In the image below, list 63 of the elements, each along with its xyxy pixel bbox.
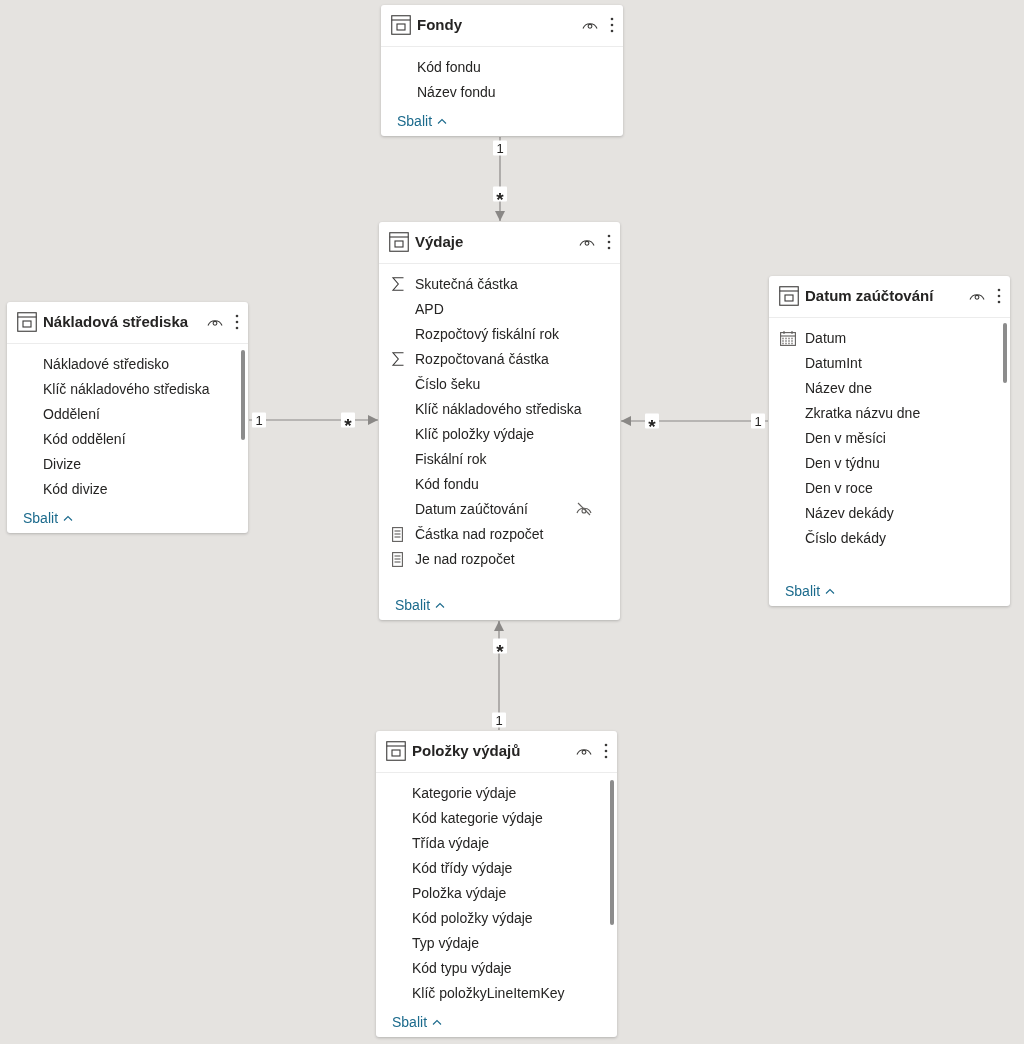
field-name: Den v týdnu <box>805 455 880 472</box>
field-name: Den v měsíci <box>805 430 886 447</box>
field-name: Název dekády <box>805 505 894 522</box>
relationship-line <box>248 415 379 425</box>
field-name: Klíč položky výdaje <box>415 426 535 443</box>
cardinality-label: * <box>493 638 507 654</box>
field-name: Kód kategorie výdaje <box>412 810 543 827</box>
cardinality-label: * <box>493 186 507 202</box>
collapse-button: Sbalit <box>21 508 76 528</box>
field-name: Kategorie výdaje <box>412 785 517 802</box>
collapse-button: Sbalit <box>390 1012 445 1032</box>
relationship-line <box>620 416 769 426</box>
table-title: Položky výdajů <box>412 741 521 761</box>
cardinality-label: * <box>341 412 355 428</box>
field-name: Skutečná částka <box>415 276 518 293</box>
field-name: APD <box>415 301 444 318</box>
field-name: Kód divize <box>43 481 108 498</box>
table-card <box>381 5 623 136</box>
field-name: Název dne <box>805 380 872 397</box>
field-name: Položka výdaje <box>412 885 507 902</box>
table-title: Fondy <box>417 15 462 35</box>
field-name: Kód položky výdaje <box>412 910 533 927</box>
field-name: Číslo dekády <box>805 530 886 547</box>
field-name: Klíč nákladového střediska <box>415 401 582 418</box>
cardinality-label: 1 <box>751 413 765 429</box>
field-name: Datum <box>805 330 847 347</box>
field-name: Klíč nákladového střediska <box>43 381 210 398</box>
field-name: Divize <box>43 456 82 473</box>
field-name: Rozpočtový fiskální rok <box>415 326 559 343</box>
field-name: Kód typu výdaje <box>412 960 512 977</box>
table-title: Výdaje <box>415 232 464 252</box>
cardinality-label: 1 <box>492 712 506 728</box>
cardinality-label: * <box>645 413 659 429</box>
field-name: Rozpočtovaná částka <box>415 351 549 368</box>
collapse-button: Sbalit <box>783 581 838 601</box>
cardinality-label: 1 <box>493 140 507 156</box>
field-name: Fiskální rok <box>415 451 487 468</box>
field-name: Klíč položkyLineItemKey <box>412 985 565 1002</box>
field-name: DatumInt <box>805 355 862 372</box>
field-name: Kód třídy výdaje <box>412 860 513 877</box>
table-title: Datum zaúčtování <box>805 286 934 306</box>
cardinality-label: 1 <box>252 412 266 428</box>
field-name: Kód fondu <box>417 59 481 76</box>
field-name: Zkratka názvu dne <box>805 405 921 422</box>
table-card <box>379 222 620 620</box>
table-card <box>376 731 617 1037</box>
field-name: Nákladové středisko <box>43 356 170 373</box>
collapse-button: Sbalit <box>395 111 450 131</box>
field-name: Částka nad rozpočet <box>415 526 544 543</box>
field-name: Kód oddělení <box>43 431 126 448</box>
field-name: Je nad rozpočet <box>415 551 515 568</box>
field-name: Den v roce <box>805 480 873 497</box>
field-name: Datum zaúčtování <box>415 501 528 518</box>
table-card <box>7 302 248 533</box>
table-card <box>769 276 1010 606</box>
field-name: Třída výdaje <box>412 835 490 852</box>
field-name: Název fondu <box>417 84 496 101</box>
collapse-button: Sbalit <box>393 595 448 615</box>
table-title: Nákladová střediska <box>43 312 189 332</box>
field-name: Kód fondu <box>415 476 479 493</box>
field-name: Typ výdaje <box>412 935 479 952</box>
field-name: Číslo šeku <box>415 376 481 393</box>
field-name: Oddělení <box>43 406 100 423</box>
